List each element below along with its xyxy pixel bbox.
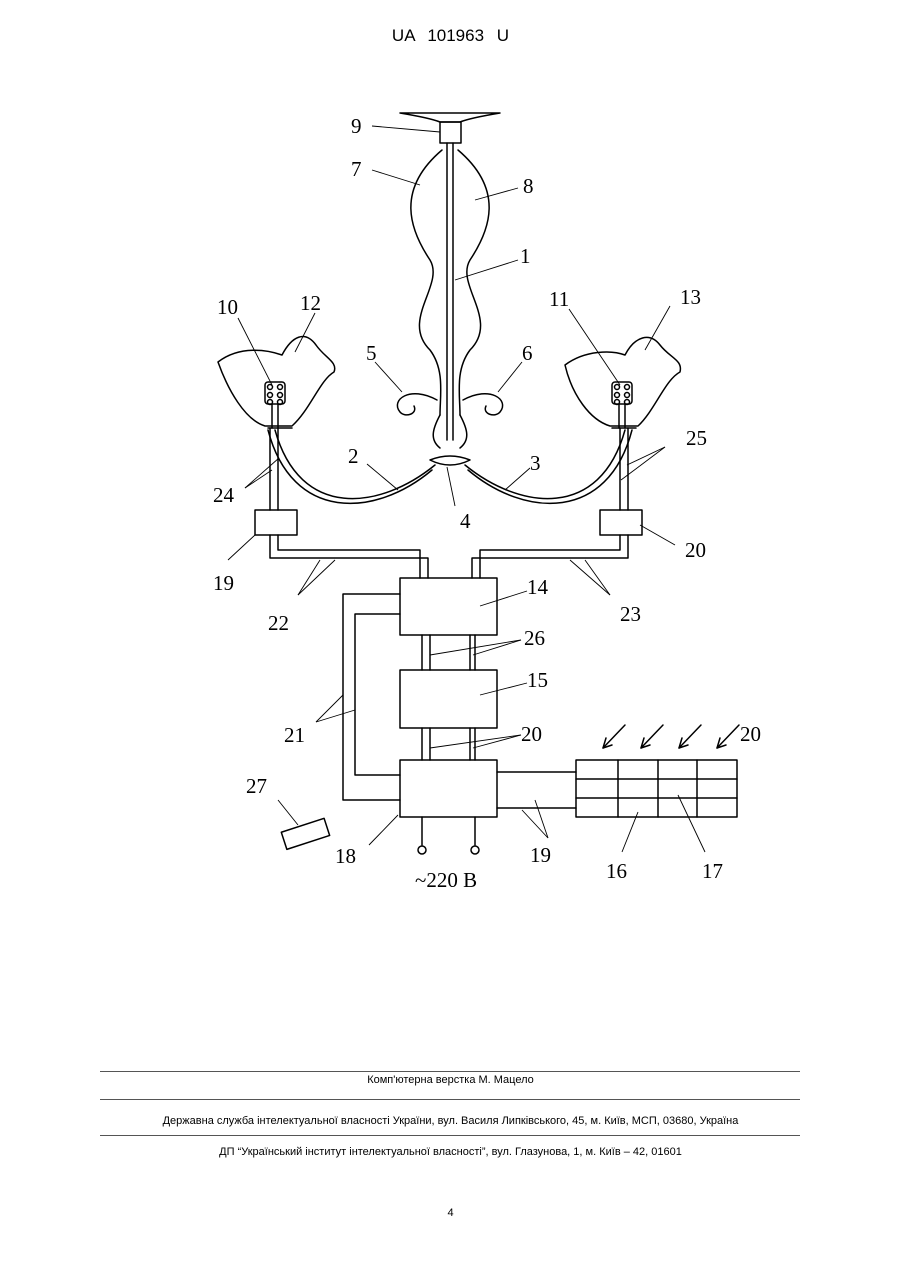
ref-label: 21 — [284, 723, 305, 747]
control-box-15 — [400, 670, 497, 728]
ref-label: 8 — [523, 174, 534, 198]
ref-label: 20 — [521, 722, 542, 746]
ref-label: 2 — [348, 444, 359, 468]
control-box-14 — [400, 578, 497, 635]
ceiling-plate — [400, 113, 500, 122]
lamp-body — [411, 150, 442, 415]
ref-label: 24 — [213, 483, 235, 507]
ref-label: 5 — [366, 341, 377, 365]
ref-label: 25 — [686, 426, 707, 450]
ref-label: 19 — [213, 571, 234, 595]
ref-label: 20 — [685, 538, 706, 562]
ref-label: 6 — [522, 341, 533, 365]
ref-label: 16 — [606, 859, 627, 883]
supply-voltage-label: ~220 B — [415, 868, 477, 892]
footer-divider — [100, 1135, 800, 1136]
ref-label: 9 — [351, 114, 362, 138]
scroll-left — [397, 394, 437, 415]
solar-panel — [576, 760, 737, 817]
ref-label: 23 — [620, 602, 641, 626]
arm-right — [465, 430, 625, 499]
control-box-18 — [400, 760, 497, 817]
terminal-left — [418, 846, 426, 854]
ref-label: 17 — [702, 859, 723, 883]
ref-label: 3 — [530, 451, 541, 475]
ref-label: 18 — [335, 844, 356, 868]
layout-credit: Комп'ютерна верстка М. Мацело — [0, 1074, 901, 1086]
ref-label: 12 — [300, 291, 321, 315]
institute-address: ДП “Український інститут інтелектуальної… — [0, 1146, 901, 1158]
sensor-box-20 — [600, 510, 642, 535]
ref-label: 7 — [351, 157, 362, 181]
ref-label: 11 — [549, 287, 569, 311]
ref-label: 10 — [217, 295, 238, 319]
terminal-right — [471, 846, 479, 854]
footer-divider — [100, 1071, 800, 1072]
ref-label: 13 — [680, 285, 701, 309]
remote-control — [281, 818, 329, 849]
ref-label: 14 — [527, 575, 549, 599]
ceiling-mount — [440, 122, 461, 143]
coupling — [430, 456, 470, 465]
footer-divider — [100, 1099, 800, 1100]
ref-label: 26 — [524, 626, 545, 650]
ref-label: 4 — [460, 509, 471, 533]
ref-label: 22 — [268, 611, 289, 635]
ref-label: 27 — [246, 774, 267, 798]
sensor-box-19 — [255, 510, 297, 535]
page-number: 4 — [0, 1207, 901, 1219]
agency-address: Державна служба інтелектуальної власност… — [0, 1115, 901, 1127]
ref-label: 19 — [530, 843, 551, 867]
ref-label: 1 — [520, 244, 531, 268]
ref-label: 20 — [740, 722, 761, 746]
ref-label: 15 — [527, 668, 548, 692]
